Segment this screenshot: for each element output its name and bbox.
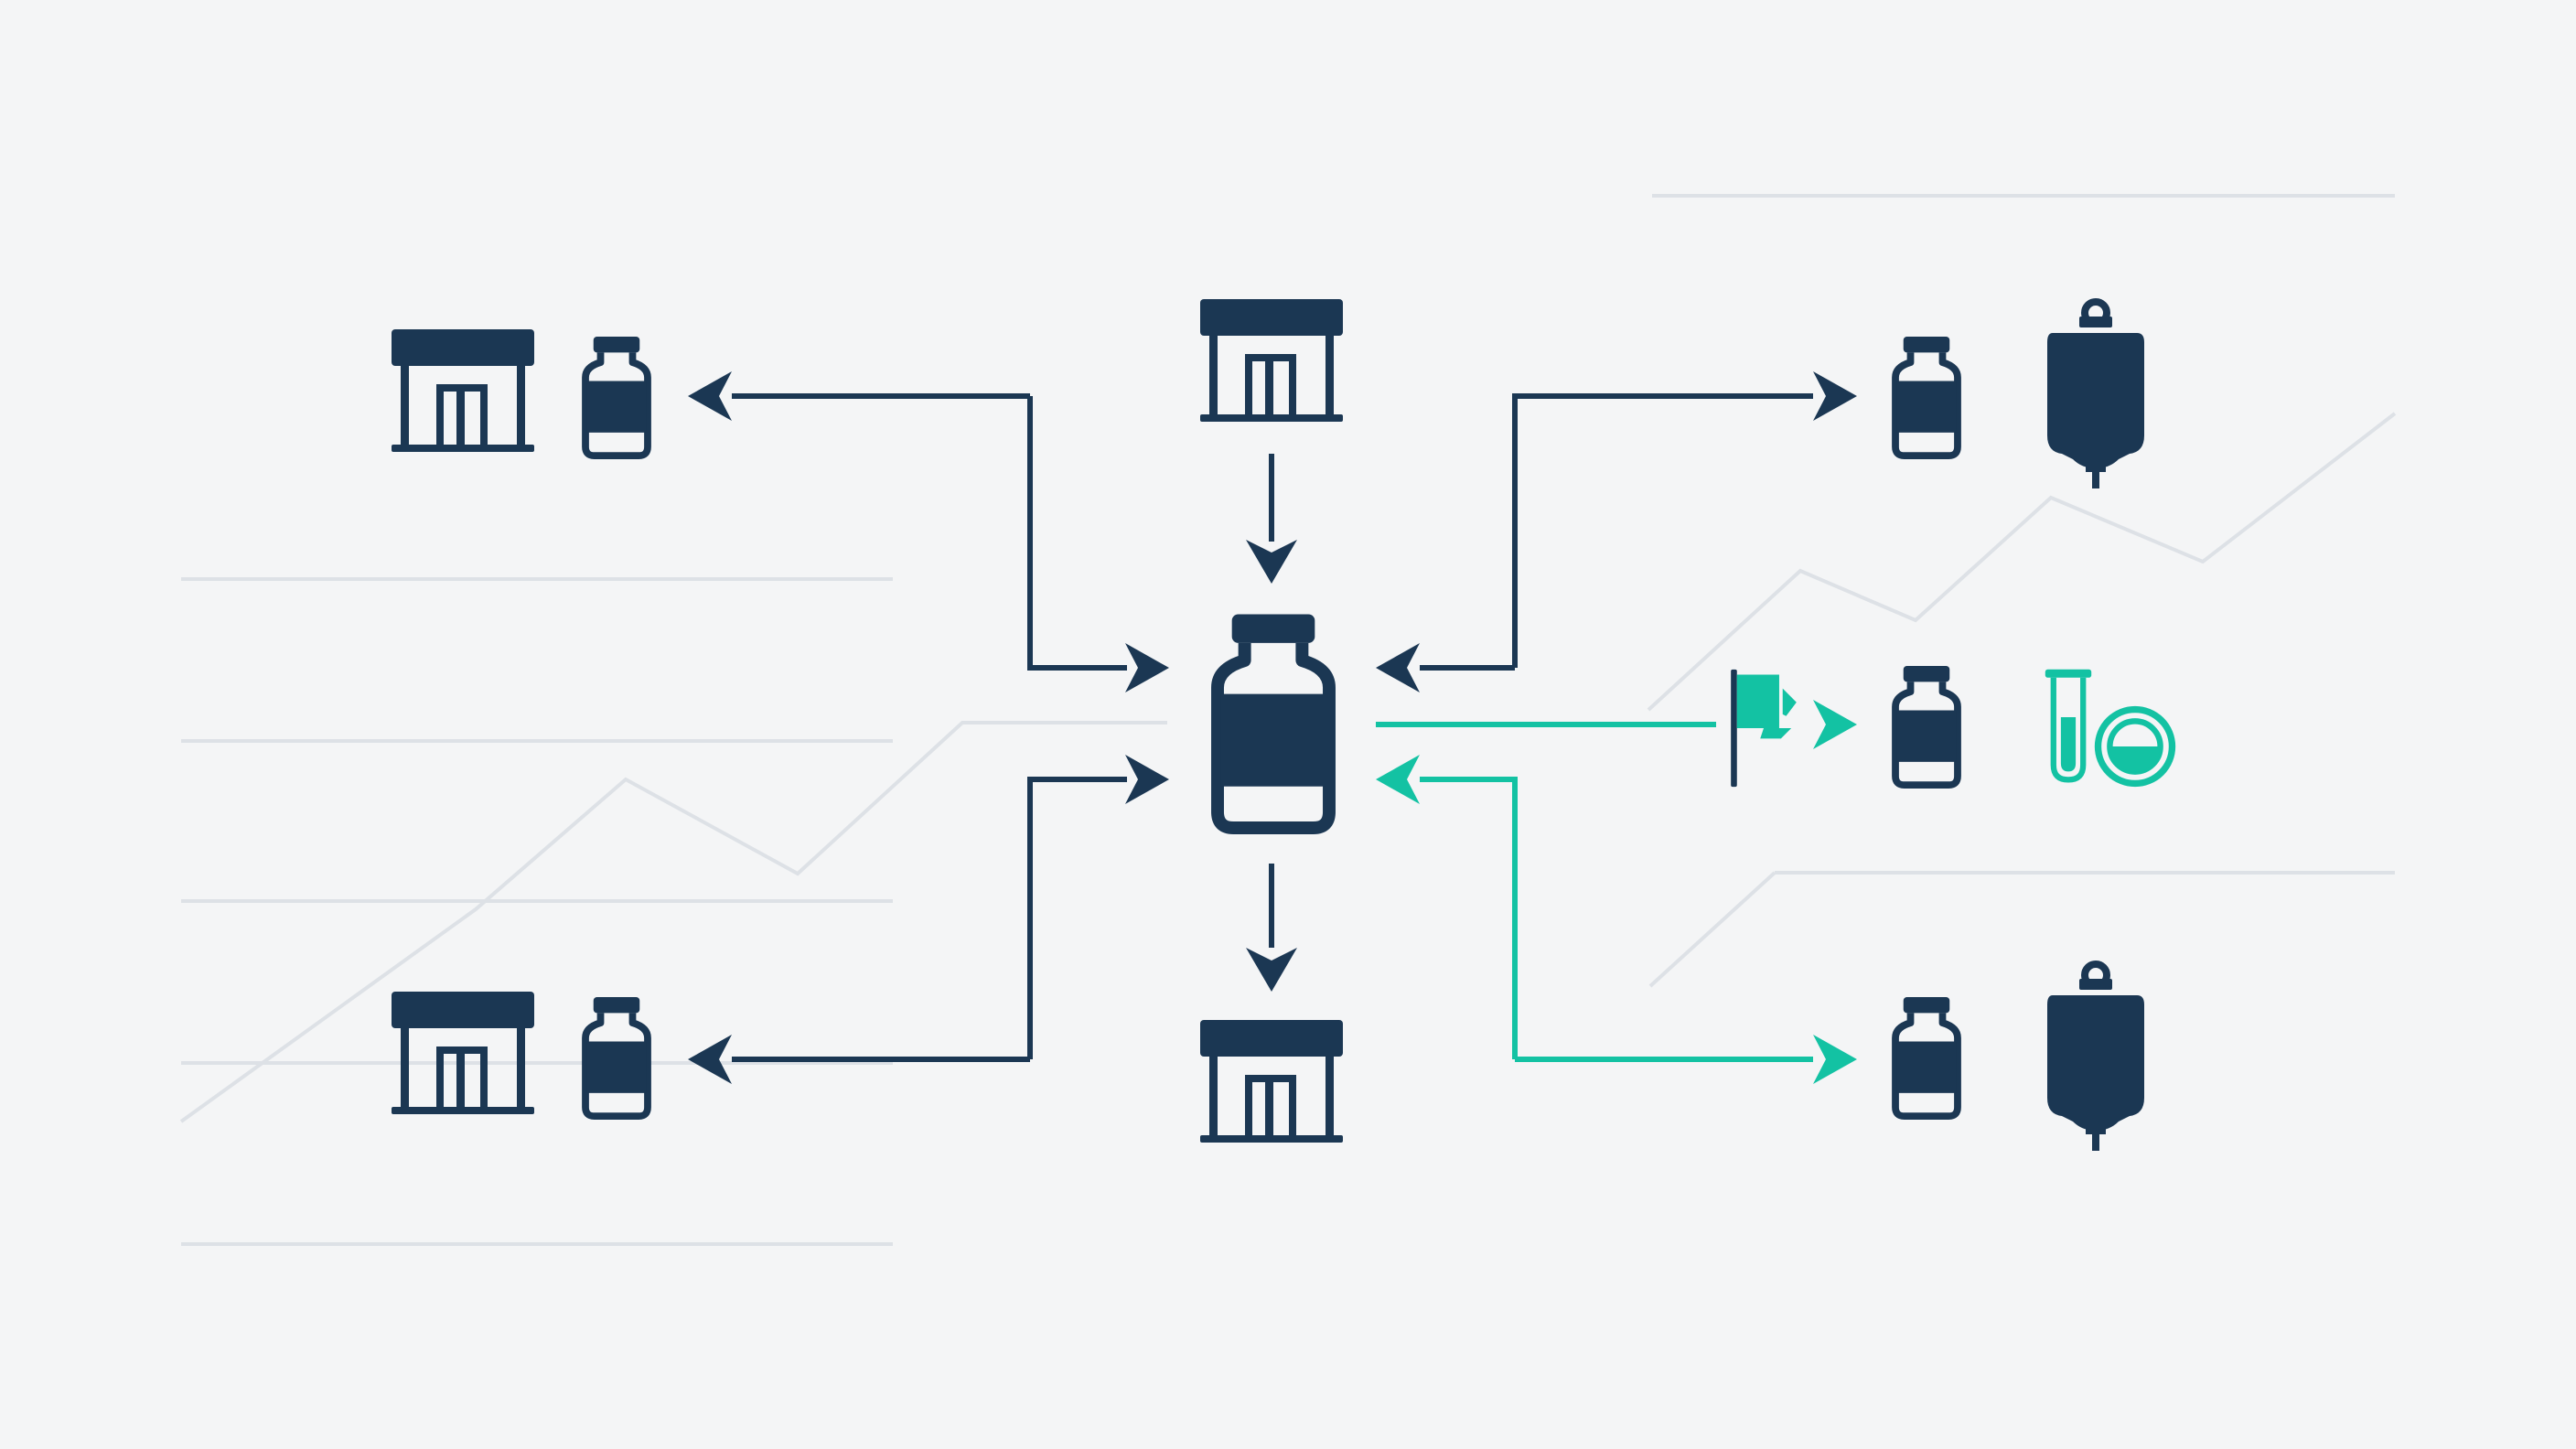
arrowhead-left-hub-top: [1376, 643, 1420, 692]
background-guides: [179, 194, 2397, 1246]
arrowhead-right-middle: [1813, 700, 1857, 749]
connector-bottomright-accent-inbound: [1420, 777, 1518, 1059]
arrowhead-down-hub: [1246, 540, 1297, 584]
iv-bag-icon: [2047, 964, 2144, 1151]
arrowhead-left-hub-accent: [1376, 755, 1420, 804]
test-tube-icon: [2045, 670, 2091, 780]
arrowhead-right-hub-bottom: [1125, 755, 1169, 804]
connector-bottomleft-inbound: [1027, 777, 1127, 1059]
vial-icon: [585, 997, 648, 1116]
arrowhead-left-bottomleft: [688, 1035, 732, 1084]
round-flask-icon: [2098, 710, 2173, 784]
store-icon: [392, 329, 534, 452]
store-icon: [1200, 1020, 1343, 1143]
arrowhead-down-store-bottom: [1246, 948, 1297, 992]
vial-icon: [1895, 337, 1958, 456]
connector-topleft-inbound: [1027, 396, 1127, 671]
vial-hub-icon: [1218, 614, 1329, 828]
arrowhead-left-topleft: [688, 371, 732, 421]
store-icon: [392, 992, 534, 1114]
vial-icon: [1895, 997, 1958, 1116]
arrowhead-right-bottomright: [1813, 1035, 1857, 1084]
store-icon: [1200, 299, 1343, 422]
connector-topright-outbound: [1512, 393, 1813, 668]
vial-icon: [1895, 666, 1958, 785]
vial-icon: [585, 337, 648, 456]
arrowhead-right-topright: [1813, 371, 1857, 421]
arrowhead-right-hub-top: [1125, 643, 1169, 692]
flag-icon: [1731, 669, 1797, 788]
iv-bag-icon: [2047, 302, 2144, 488]
